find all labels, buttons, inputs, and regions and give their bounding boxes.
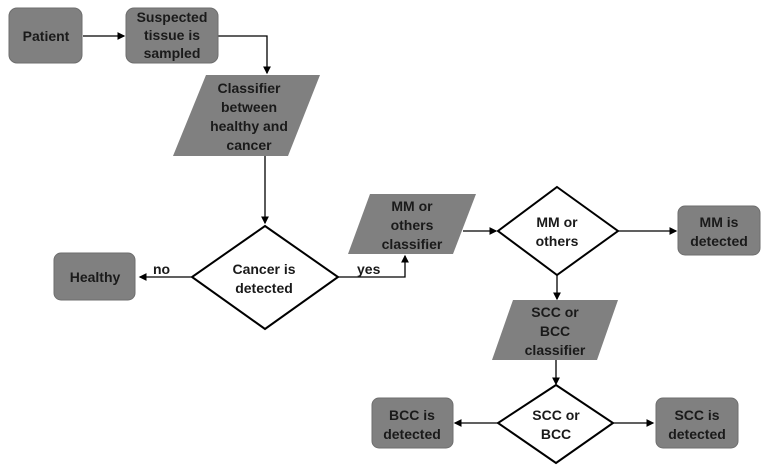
edge-sampled-to-classifier bbox=[218, 35, 271, 75]
node-scc-classifier-line: BCC bbox=[540, 323, 570, 339]
node-scc-bcc-classifier: SCC or BCC classifier bbox=[492, 300, 618, 360]
decision-scc-line: SCC or bbox=[532, 407, 580, 423]
decision-cancer-line: Cancer is bbox=[232, 261, 295, 277]
decision-scc-line: BCC bbox=[541, 426, 571, 442]
node-scc-detected-line: detected bbox=[668, 426, 726, 442]
node-classifier1-line: healthy and bbox=[210, 118, 288, 134]
node-scc-classifier-line: classifier bbox=[525, 342, 586, 358]
node-sampled-line: tissue is bbox=[144, 27, 200, 43]
node-mm-detected: MM is detected bbox=[677, 205, 761, 256]
edge-label-no: no bbox=[153, 261, 170, 277]
node-scc-detected-line: SCC is bbox=[674, 407, 719, 423]
node-sampled-line: sampled bbox=[144, 45, 201, 61]
node-mm-detected-line: detected bbox=[690, 233, 748, 249]
connectors bbox=[83, 32, 678, 427]
node-mm-classifier-line: MM or bbox=[391, 198, 433, 214]
node-patient: Patient bbox=[8, 7, 83, 64]
decision-scc-or-bcc: SCC or BCC bbox=[496, 383, 615, 465]
node-classifier1-line: between bbox=[221, 99, 277, 115]
node-sampled-line: Suspected bbox=[137, 9, 208, 25]
node-classifier1-line: cancer bbox=[226, 137, 272, 153]
node-sampled: Suspected tissue is sampled bbox=[125, 7, 219, 64]
decision-cancer-detected: Cancer is detected bbox=[190, 224, 340, 331]
decision-cancer-line: detected bbox=[235, 280, 293, 296]
decision-mm-line: others bbox=[536, 233, 579, 249]
node-bcc-detected-line: BCC is bbox=[389, 407, 435, 423]
node-mm-detected-line: MM is bbox=[700, 214, 739, 230]
decision-mm-line: MM or bbox=[536, 214, 578, 230]
edge-label-yes: yes bbox=[357, 261, 381, 277]
edge-yes bbox=[338, 254, 409, 278]
node-mm-classifier: MM or others classifier bbox=[348, 194, 476, 254]
node-bcc-detected: BCC is detected bbox=[371, 397, 454, 449]
node-scc-classifier-line: SCC or bbox=[531, 304, 579, 320]
node-classifier-healthy-cancer: Classifier between healthy and cancer bbox=[173, 75, 320, 156]
node-healthy: Healthy bbox=[53, 252, 136, 301]
node-healthy-label: Healthy bbox=[70, 269, 121, 285]
node-mm-classifier-line: others bbox=[391, 217, 434, 233]
node-scc-detected: SCC is detected bbox=[655, 397, 739, 449]
node-mm-classifier-line: classifier bbox=[382, 236, 443, 252]
decision-mm-or-others: MM or others bbox=[496, 185, 620, 277]
node-classifier1-line: Classifier bbox=[217, 80, 281, 96]
node-patient-label: Patient bbox=[23, 28, 70, 44]
node-bcc-detected-line: detected bbox=[383, 426, 441, 442]
